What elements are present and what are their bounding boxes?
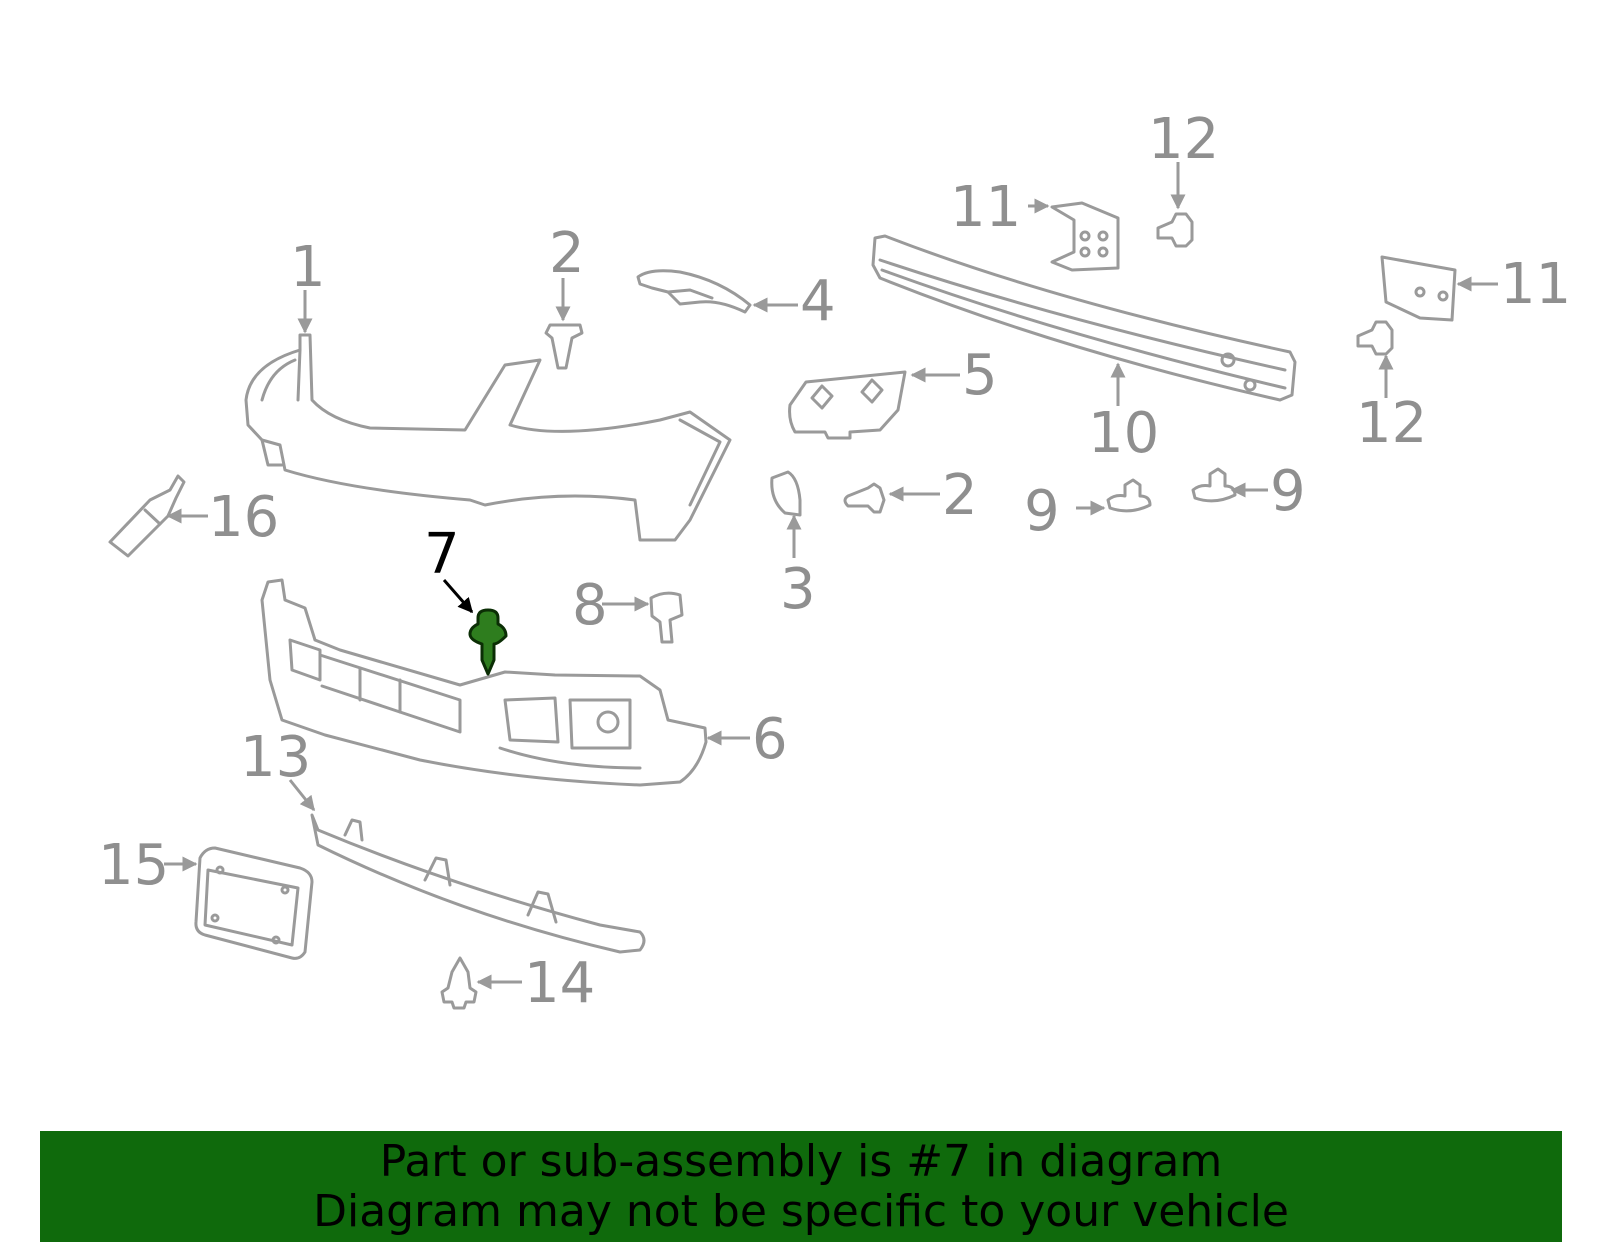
- callout-2-top: 2: [549, 221, 585, 286]
- callout-3: 3: [780, 557, 816, 622]
- part-12-bolt-right: [1356, 320, 1394, 356]
- part-15-license-bracket: [194, 846, 314, 960]
- part-9-clip-left: [1106, 478, 1152, 513]
- callout-9-left: 9: [1024, 479, 1060, 544]
- part-9-clip-right: [1191, 467, 1237, 503]
- part-1-bumper-cover: [244, 333, 732, 542]
- callout-10: 10: [1088, 401, 1159, 466]
- banner-line-part-number: Part or sub-assembly is #7 in diagram: [379, 1135, 1223, 1187]
- part-14-push-pin: [440, 956, 478, 1010]
- callout-12-right: 12: [1356, 391, 1427, 456]
- callout-14: 14: [524, 951, 595, 1016]
- callout-15: 15: [98, 833, 169, 898]
- part-11-bracket-left: [1050, 201, 1120, 272]
- callout-6: 6: [752, 707, 788, 772]
- callout-11-right: 11: [1500, 252, 1571, 317]
- callout-labels: 1 2 4 5 2 3 10 11 12 11 12 9 9 16 7 8 6 …: [98, 107, 1571, 1016]
- part-7-bolt-highlighted: [468, 608, 508, 676]
- callout-12-top: 12: [1148, 107, 1219, 172]
- callout-13: 13: [240, 725, 311, 790]
- callout-7-highlighted: 7: [424, 522, 460, 587]
- callout-4: 4: [800, 269, 836, 334]
- part-2-push-pin-lower: [843, 482, 886, 514]
- callout-1: 1: [290, 235, 326, 300]
- part-6-lower-valance: [260, 578, 708, 787]
- part-12-bolt-top: [1156, 212, 1194, 248]
- callout-8: 8: [572, 573, 608, 638]
- part-4-bracket: [636, 269, 752, 314]
- callout-2-lower: 2: [942, 463, 978, 528]
- callout-16: 16: [208, 485, 279, 550]
- part-5-bracket: [788, 370, 907, 440]
- part-11-bracket-right: [1380, 255, 1457, 322]
- part-10-reinforcement-beam: [871, 234, 1297, 402]
- part-13-support-bar: [310, 813, 646, 954]
- info-banner: Part or sub-assembly is #7 in diagram Di…: [40, 1131, 1562, 1242]
- banner-line-disclaimer: Diagram may not be specific to your vehi…: [313, 1185, 1289, 1237]
- callout-5: 5: [962, 343, 998, 408]
- leader-arrows: [164, 162, 1498, 990]
- part-2-push-pin-top: [544, 323, 584, 370]
- part-8-bumper-stop: [649, 591, 684, 644]
- part-3-clip: [770, 470, 802, 517]
- callout-11-left: 11: [950, 175, 1021, 240]
- part-16-sensor: [108, 474, 186, 558]
- callout-9-right: 9: [1270, 459, 1306, 524]
